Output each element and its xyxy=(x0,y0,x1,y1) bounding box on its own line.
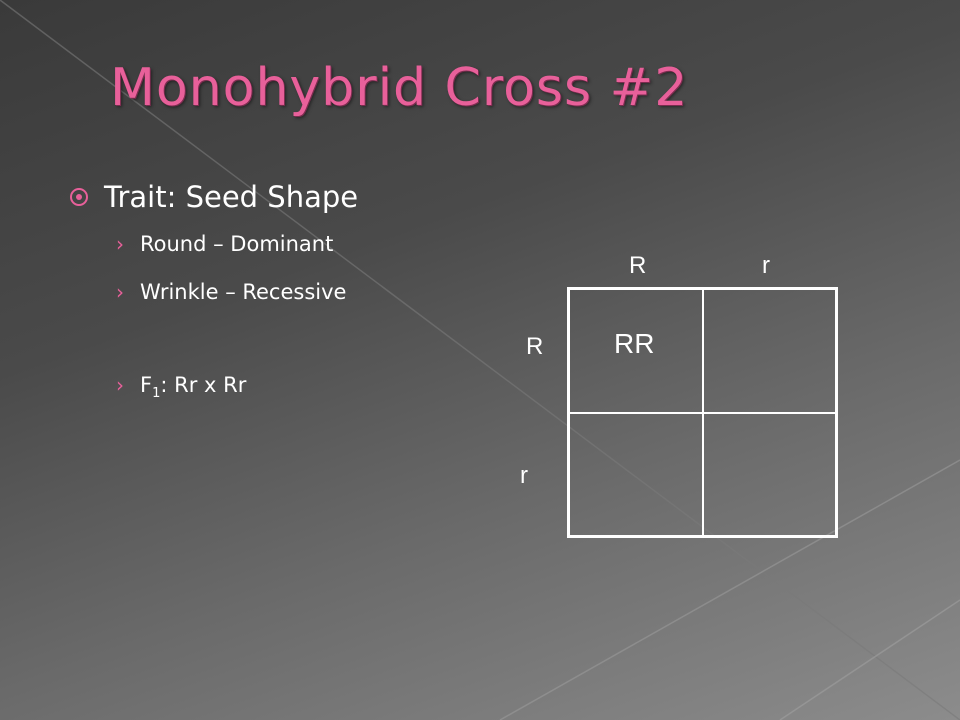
chevron-right-icon: › xyxy=(116,373,124,397)
punnett-cell xyxy=(702,412,836,536)
punnett-cell xyxy=(702,289,836,413)
f1-text: F1: Rr x Rr xyxy=(140,373,246,401)
f1-prefix: F xyxy=(140,373,153,397)
punnett-cell xyxy=(569,412,703,536)
target-icon xyxy=(70,188,88,206)
sub-bullet-text: Round – Dominant xyxy=(140,232,334,256)
punnett-side-label-2: r xyxy=(520,462,528,489)
punnett-top-label-2: r xyxy=(762,252,770,279)
bullet-trait-text: Trait: Seed Shape xyxy=(104,180,359,214)
chevron-right-icon: › xyxy=(116,280,124,304)
punnett-side-label-1: R xyxy=(526,333,544,360)
sub-bullet-text: Wrinkle – Recessive xyxy=(140,280,347,304)
f1-cross: : Rr x Rr xyxy=(160,373,247,397)
sub-bullet-round: › Round – Dominant xyxy=(116,232,333,256)
chevron-right-icon: › xyxy=(116,232,124,256)
bullet-trait: Trait: Seed Shape xyxy=(70,180,358,214)
punnett-top-label-1: R xyxy=(629,252,647,279)
punnett-square: RR xyxy=(567,287,838,538)
punnett-cell: RR xyxy=(569,289,703,413)
sub-bullet-wrinkle: › Wrinkle – Recessive xyxy=(116,280,346,304)
sub-bullet-f1: › F1: Rr x Rr xyxy=(116,373,246,401)
slide-title: Monohybrid Cross #2 xyxy=(110,58,689,118)
f1-subscript: 1 xyxy=(152,386,161,402)
